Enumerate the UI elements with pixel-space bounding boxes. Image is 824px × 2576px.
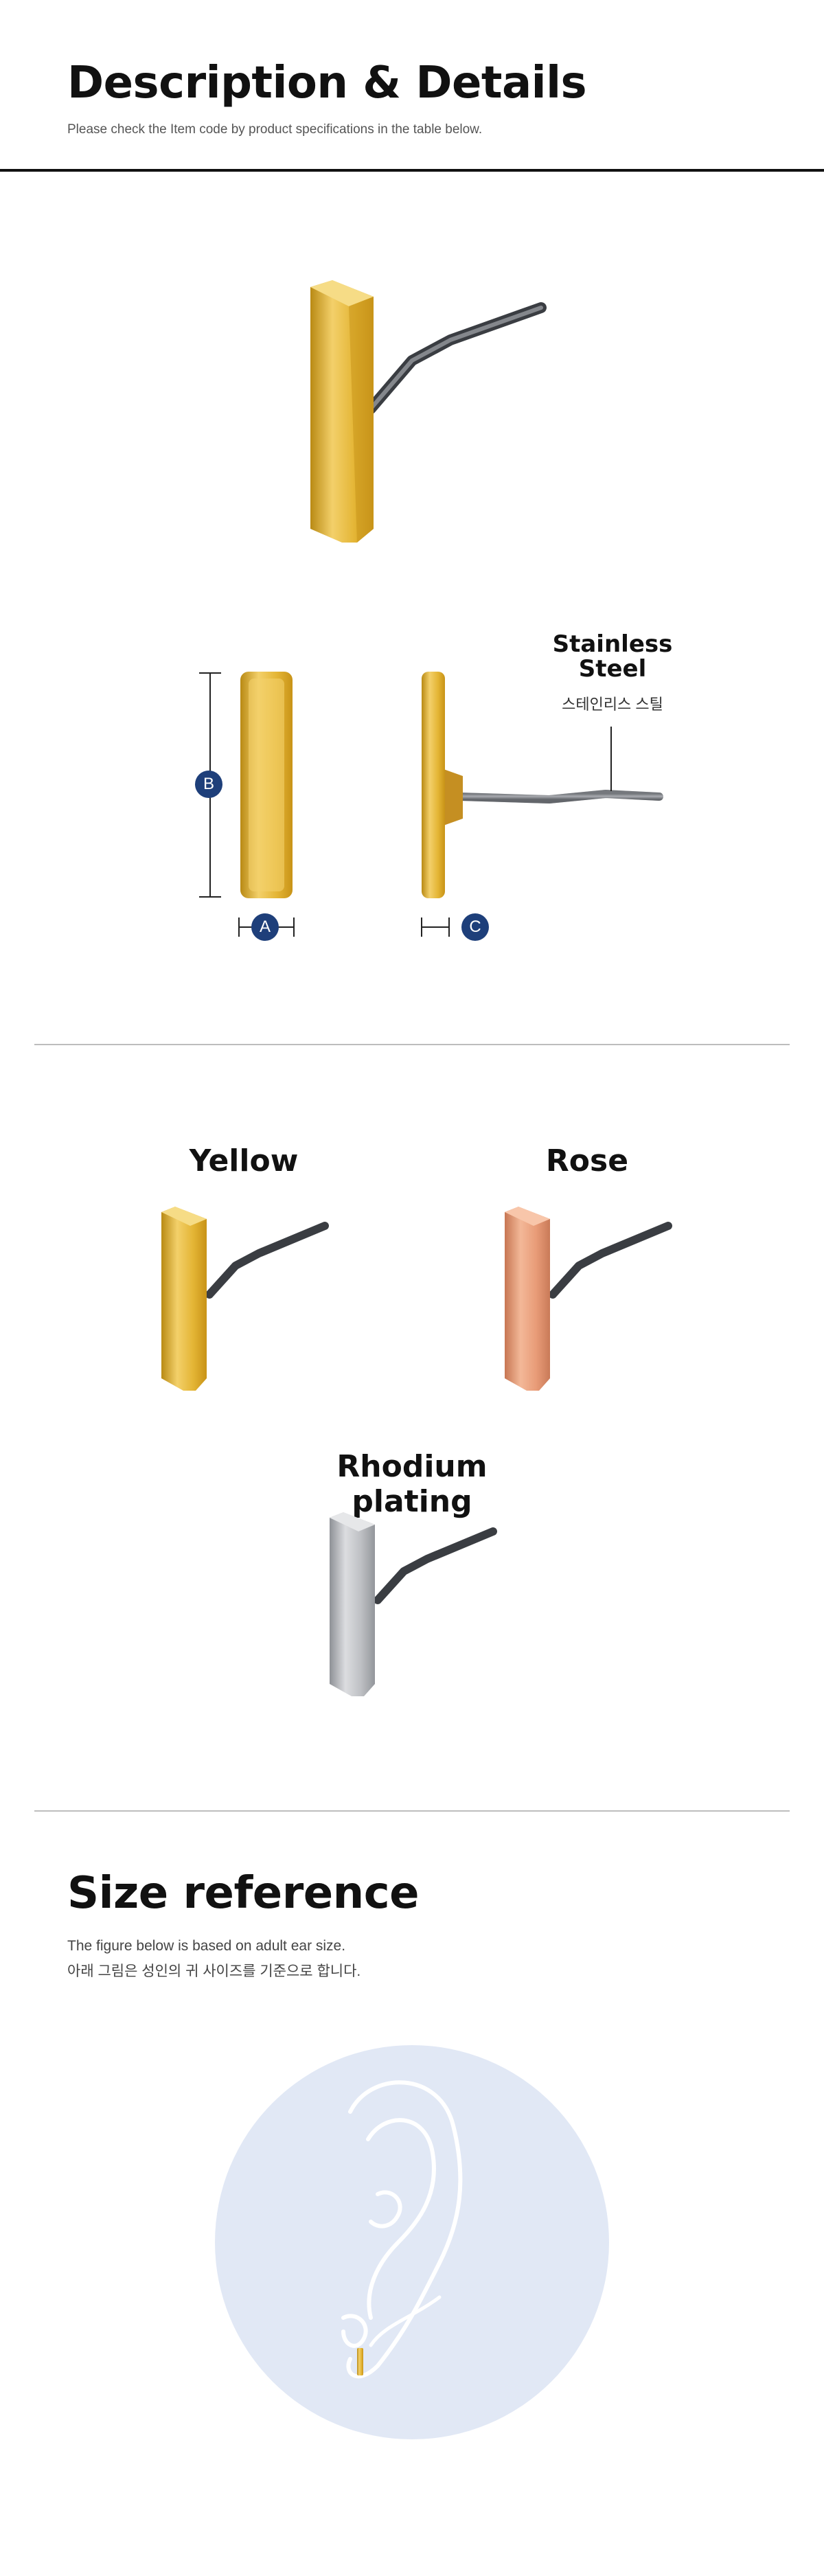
color-label-rose: Rose — [545, 1143, 629, 1178]
page-subtitle: Please check the Item code by product sp… — [67, 122, 483, 137]
section-divider-1 — [34, 1044, 790, 1045]
size-reference-title: Size reference — [67, 1868, 420, 1919]
section-divider-2 — [34, 1810, 790, 1812]
earring-yellow-image — [161, 1207, 329, 1391]
color-label-rhodium: Rhodium plating — [336, 1449, 488, 1519]
earring-main-image — [310, 280, 547, 543]
size-reference-desc-ko: 아래 그림은 성인의 귀 사이즈를 기준으로 합니다. — [67, 1963, 361, 1979]
earring-rhodium-image — [330, 1512, 497, 1696]
material-label-en: Stainless Steel — [552, 630, 673, 683]
dimension-c-badge: C — [461, 913, 489, 941]
header-divider — [0, 169, 824, 172]
dimension-front-view — [199, 672, 295, 937]
size-reference-desc-en: The figure below is based on adult ear s… — [67, 1938, 346, 1954]
earring-rose-image — [505, 1207, 672, 1391]
page-title: Description & Details — [67, 58, 587, 109]
color-label-yellow: Yellow — [189, 1143, 299, 1178]
dimension-b-badge: B — [195, 771, 222, 798]
material-label-ko: 스테인리스 스틸 — [562, 696, 663, 713]
ear-size-illustration — [215, 2045, 609, 2439]
dimension-side-view — [421, 672, 663, 937]
dimension-a-badge: A — [251, 913, 279, 941]
